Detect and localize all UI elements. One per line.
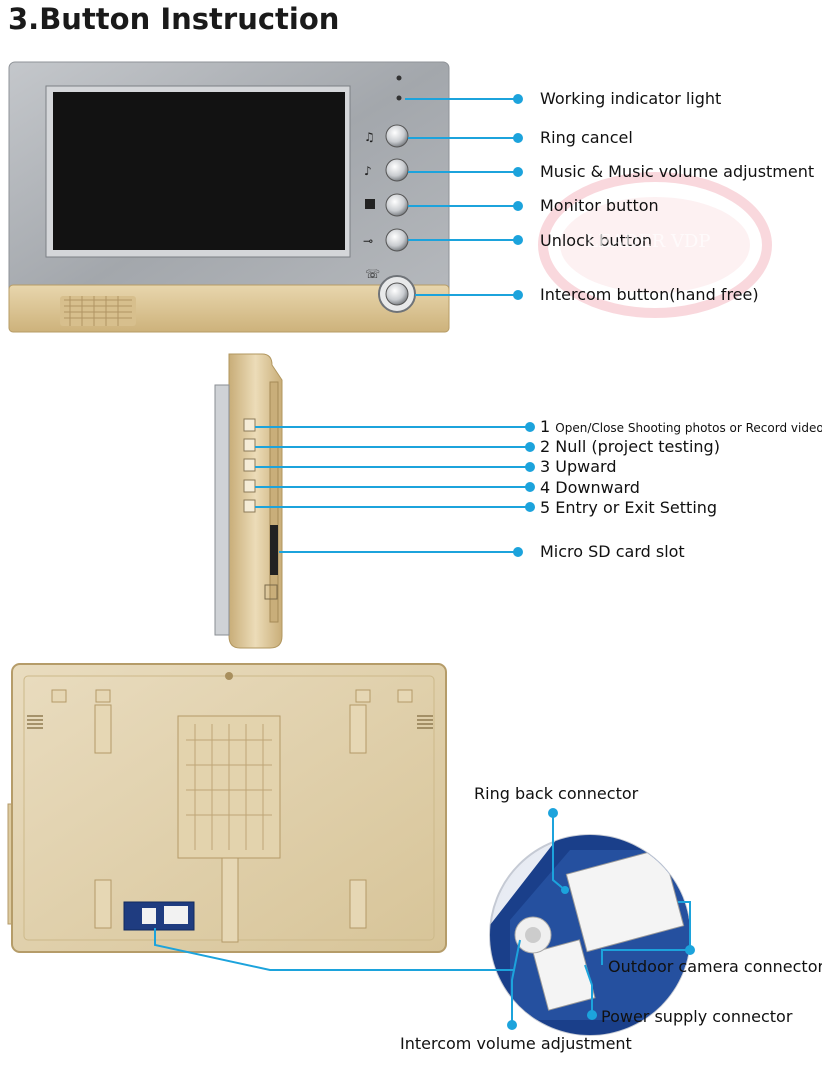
unlock-button (385, 228, 409, 252)
label-music-volume: Music & Music volume adjustment (540, 162, 815, 181)
indicator-led (396, 95, 402, 101)
side-button-5 (243, 499, 256, 513)
front-callouts (405, 94, 523, 300)
indicator-led (396, 75, 402, 81)
back-callouts (154, 808, 695, 1030)
label-working-indicator-light: Working indicator light (540, 89, 722, 108)
label-ring-cancel: Ring cancel (540, 128, 633, 147)
ring-cancel-button (385, 124, 409, 148)
label-power-supply-connector: Power supply connector (601, 1007, 793, 1026)
label-micro-sd-slot: Micro SD card slot (540, 542, 685, 561)
label-intercom-button: Intercom button(hand free) (540, 285, 759, 304)
side-button-1 (243, 418, 256, 432)
key-icon: ⊸ (363, 234, 373, 248)
side-view-device (214, 353, 283, 649)
music-button (385, 158, 409, 182)
side-button-2 (243, 438, 256, 452)
phone-icon: ☏ (365, 267, 380, 281)
music-note-icon: ♪ (364, 164, 372, 178)
label-outdoor-camera-connector: Outdoor camera connector (608, 957, 822, 976)
label-side-button-1: 1 Open/Close Shooting photos or Record v… (540, 417, 822, 436)
label-ring-back-connector: Ring back connector (474, 784, 639, 803)
label-side-button-3: 3 Upward (540, 457, 617, 476)
label-unlock-button: Unlock button (540, 231, 653, 250)
sd-card-slot (270, 525, 278, 575)
label-intercom-volume-adjustment: Intercom volume adjustment (400, 1034, 632, 1053)
monitor-icon (365, 199, 375, 209)
label-monitor-button: Monitor button (540, 196, 659, 215)
connector-zoom (489, 834, 691, 1036)
back-view-device (7, 663, 447, 953)
bell-icon: ♫ (364, 130, 375, 144)
watermark (538, 172, 772, 318)
label-side-button-2: 2 Null (project testing) (540, 437, 720, 456)
watermark-text: LEADER VDP (586, 231, 711, 252)
side-callouts (255, 422, 535, 557)
label-side-button-5: 5 Entry or Exit Setting (540, 498, 718, 517)
label-side-button-4: 4 Downward (540, 478, 640, 497)
lcd-screen (53, 92, 345, 250)
side-button-3 (243, 458, 256, 472)
front-view-device: ♫ ♪ ⊸ ☏ (8, 61, 450, 333)
monitor-button (385, 193, 409, 217)
side-button-4 (243, 479, 256, 493)
page-title: 3.Button Instruction (8, 2, 340, 36)
